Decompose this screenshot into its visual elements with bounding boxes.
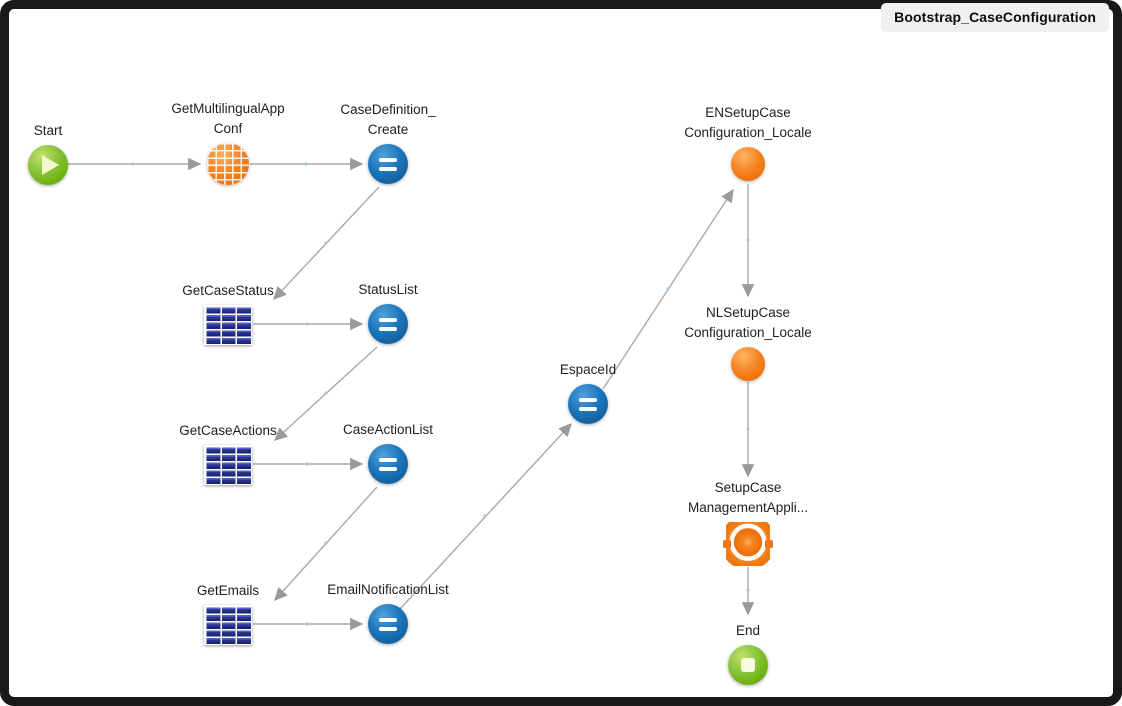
table-grid-icon[interactable] xyxy=(204,305,252,345)
node-label: GetCaseActions xyxy=(179,423,277,438)
node-label: Start xyxy=(33,123,63,138)
table-grid-icon[interactable] xyxy=(204,445,252,485)
globe-grid-icon[interactable] xyxy=(207,143,249,185)
node-get-case-status[interactable]: GetCaseStatus xyxy=(118,281,338,345)
node-label: GetEmails xyxy=(196,583,260,598)
node-label: EspaceId xyxy=(559,362,617,377)
table-grid-icon[interactable] xyxy=(204,605,252,645)
node-status-list[interactable]: StatusList xyxy=(278,280,498,344)
assign-equals-icon[interactable] xyxy=(368,144,408,184)
node-nl-setup-case-configuration-locale[interactable]: NLSetupCase Configuration_Locale xyxy=(638,303,858,381)
equals-glyph-icon xyxy=(379,317,397,331)
node-label: End xyxy=(735,623,761,638)
node-espace-id[interactable]: EspaceId xyxy=(478,360,698,424)
node-label: GetCaseStatus xyxy=(182,283,274,298)
equals-glyph-icon xyxy=(379,157,397,171)
node-label: CaseActionList xyxy=(342,422,434,437)
node-start[interactable]: Start xyxy=(0,121,158,185)
assign-equals-icon[interactable] xyxy=(368,304,408,344)
action-sphere-icon[interactable] xyxy=(731,147,765,181)
node-setup-case-management-appli[interactable]: SetupCase ManagementAppli... xyxy=(638,478,858,566)
node-label: CaseDefinition_ Create xyxy=(340,102,436,137)
equals-glyph-icon xyxy=(579,397,597,411)
action-sphere-icon[interactable] xyxy=(731,347,765,381)
node-case-action-list[interactable]: CaseActionList xyxy=(278,420,498,484)
node-end[interactable]: End xyxy=(638,621,858,685)
node-get-multilingual-app-conf[interactable]: GetMultilingualApp Conf xyxy=(118,99,338,185)
node-get-case-actions[interactable]: GetCaseActions xyxy=(118,421,338,485)
assign-equals-icon[interactable] xyxy=(368,604,408,644)
stop-square-icon xyxy=(741,658,755,672)
connector-midpoint-marks xyxy=(131,162,750,626)
node-label: ENSetupCase Configuration_Locale xyxy=(684,105,812,140)
equals-glyph-icon xyxy=(379,457,397,471)
action-ring-icon[interactable] xyxy=(723,522,773,566)
node-case-definition-create[interactable]: CaseDefinition_ Create xyxy=(278,100,498,184)
node-label: SetupCase ManagementAppli... xyxy=(687,480,809,515)
assign-equals-icon[interactable] xyxy=(368,444,408,484)
node-label: GetMultilingualApp Conf xyxy=(171,101,285,136)
node-label: EmailNotificationList xyxy=(327,582,449,597)
node-label: StatusList xyxy=(358,282,418,297)
node-email-notification-list[interactable]: EmailNotificationList xyxy=(278,580,498,644)
equals-glyph-icon xyxy=(379,617,397,631)
end-stop-icon[interactable] xyxy=(728,645,768,685)
tab-flow-title[interactable]: Bootstrap_CaseConfiguration xyxy=(881,3,1109,32)
start-play-icon[interactable] xyxy=(28,145,68,185)
node-get-emails[interactable]: GetEmails xyxy=(118,581,338,645)
play-triangle-icon xyxy=(42,155,59,175)
assign-equals-icon[interactable] xyxy=(568,384,608,424)
node-en-setup-case-configuration-locale[interactable]: ENSetupCase Configuration_Locale xyxy=(638,103,858,181)
node-label: NLSetupCase Configuration_Locale xyxy=(684,305,812,340)
